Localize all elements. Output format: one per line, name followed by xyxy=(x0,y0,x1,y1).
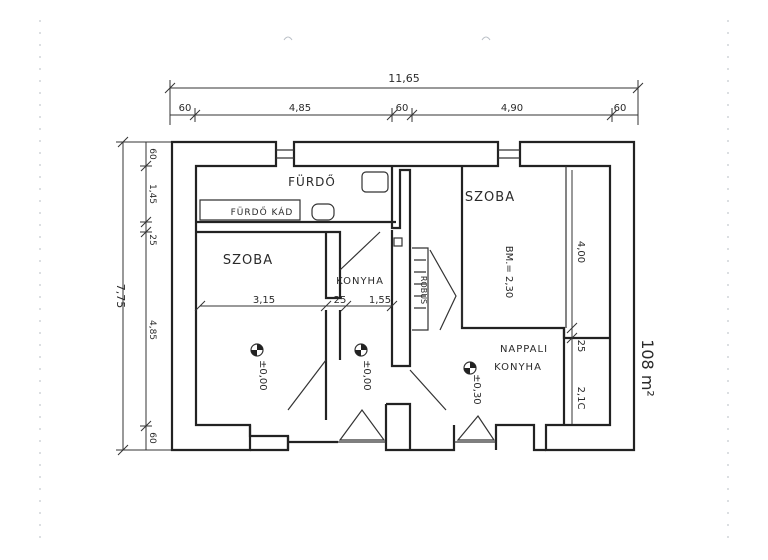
paper-marks xyxy=(39,20,729,540)
left-segment-5: 60 xyxy=(147,432,157,444)
right-lower-label: 2,1C xyxy=(575,387,586,410)
total-width-label: 11,65 xyxy=(388,72,420,85)
stair-label: ROBUS xyxy=(419,276,428,304)
kitchen-wall-label: 25 xyxy=(334,295,347,306)
room-labels: FÜRDŐ FÜRDŐ KÁD SZOBA SZOBA KONYHA NAPPA… xyxy=(223,173,548,373)
room-nappali: NAPPALI xyxy=(500,344,548,355)
area-label: 108 m² xyxy=(638,339,657,397)
room-konyha: KONYHA xyxy=(336,276,384,287)
top-segment-3: 60 xyxy=(396,103,409,114)
level-left-label: ±0,00 xyxy=(257,360,268,391)
level-center-label: ±0,00 xyxy=(361,360,372,391)
interior-walls xyxy=(196,166,610,425)
sink-icon xyxy=(311,203,335,221)
left-segment-1: 60 xyxy=(147,148,157,160)
top-segment-5: 60 xyxy=(614,103,627,114)
ceiling-height-label: BM.= 2,30 xyxy=(503,246,514,299)
top-dimensions: 11,65 60 4,85 60 4,90 60 xyxy=(164,72,644,125)
left-dimensions: 7,75 60 1,45 25 4,85 60 xyxy=(114,136,172,456)
left-segment-4: 4,85 xyxy=(147,320,157,340)
top-segment-1: 60 xyxy=(179,103,192,114)
right-room-height-label: 4,00 xyxy=(575,241,586,263)
bathtub-icon xyxy=(199,199,301,221)
chimney-icon xyxy=(393,237,403,247)
outer-walls xyxy=(170,140,636,452)
level-marker-right: ±0,30 xyxy=(463,361,482,405)
inner-dimensions: 3,15 25 1,55 4,00 25 2,1C xyxy=(194,170,586,424)
right-wall-label: 25 xyxy=(575,340,586,353)
room-furdo: FÜRDŐ xyxy=(288,173,336,189)
room-szoba-right: SZOBA xyxy=(465,190,515,205)
room-szoba-left: SZOBA xyxy=(223,253,273,268)
toilet-icon xyxy=(361,171,389,193)
level-markers: ±0,00 ±0,00 ±0,30 xyxy=(250,343,482,405)
room-nappali-konyha: KONYHA xyxy=(494,362,542,373)
kitchen-width-label: 3,15 xyxy=(253,295,275,306)
level-marker-left: ±0,00 xyxy=(250,343,268,391)
left-segment-2: 1,45 xyxy=(147,184,157,204)
top-segment-2: 4,85 xyxy=(289,103,311,114)
kitchen-right-label: 1,55 xyxy=(369,295,391,306)
level-marker-center: ±0,00 xyxy=(354,343,372,391)
total-height-label: 7,75 xyxy=(114,284,127,309)
left-segment-3: 25 xyxy=(147,234,157,245)
room-furdokad: FÜRDŐ KÁD xyxy=(231,206,294,218)
level-right-label: ±0,30 xyxy=(471,374,482,405)
top-segment-4: 4,90 xyxy=(501,103,523,114)
